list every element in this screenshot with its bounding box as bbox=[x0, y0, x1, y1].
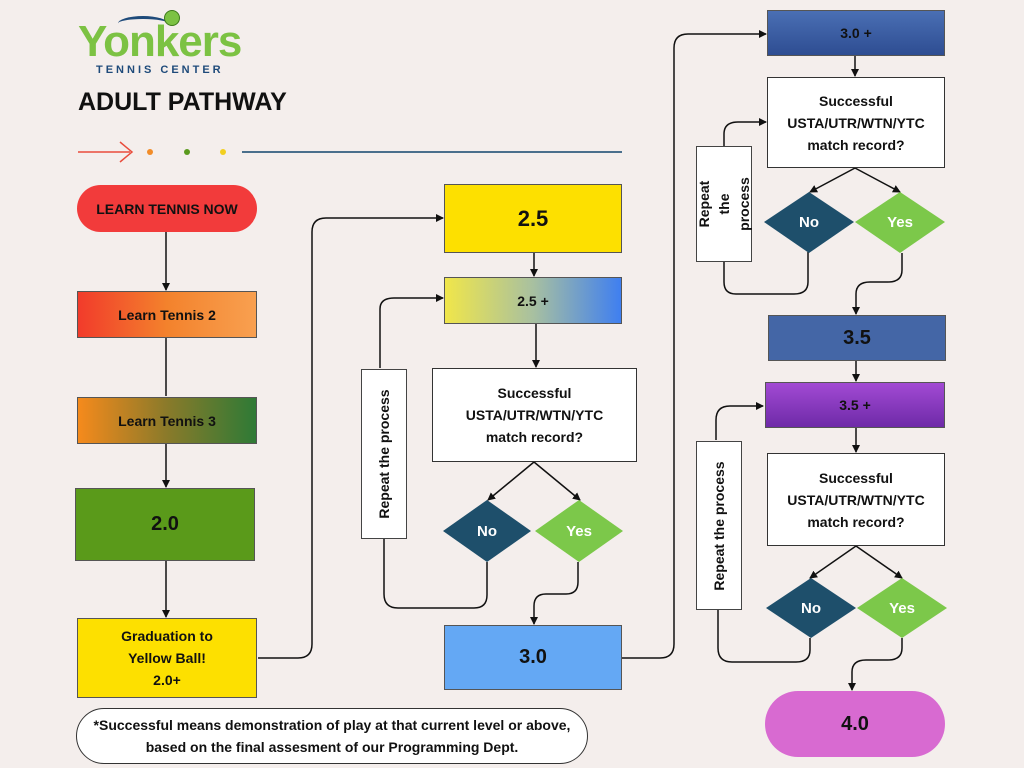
graduation-node: Graduation to Yellow Ball! 2.0+ bbox=[77, 618, 257, 698]
level-3-5-node: 3.5 bbox=[768, 315, 946, 361]
question-node-3-0: Successful USTA/UTR/WTN/YTC match record… bbox=[767, 77, 945, 168]
level-3-5-plus-node: 3.5 + bbox=[765, 382, 945, 428]
repeat-process-label-2-5: Repeat the process bbox=[361, 369, 407, 539]
logo-wordmark: Yonkers bbox=[78, 17, 242, 66]
question-node-3-5: Successful USTA/UTR/WTN/YTC match record… bbox=[767, 453, 945, 546]
level-3-0-node: 3.0 bbox=[444, 625, 622, 690]
decor-divider bbox=[242, 151, 622, 153]
repeat-process-text: Repeat the process bbox=[376, 389, 392, 519]
level-2-0-node: 2.0 bbox=[75, 488, 255, 561]
yes-diamond-3-0: Yes bbox=[855, 192, 945, 253]
decor-dot-green bbox=[184, 149, 190, 155]
tennis-ball-icon bbox=[164, 10, 180, 26]
no-diamond-3-0: No bbox=[764, 192, 854, 253]
repeat-process-text: Repeat the process bbox=[711, 460, 727, 591]
decor-dot-yellow bbox=[220, 149, 226, 155]
page-title: ADULT PATHWAY bbox=[78, 88, 287, 116]
yes-label: Yes bbox=[889, 600, 915, 617]
no-label: No bbox=[477, 523, 497, 540]
yes-diamond-2-5: Yes bbox=[535, 500, 623, 562]
level-2-5-plus-node: 2.5 + bbox=[444, 277, 622, 324]
level-3-0-plus-node: 3.0 + bbox=[767, 10, 945, 56]
yes-diamond-3-5: Yes bbox=[857, 578, 947, 638]
footnote: *Successful means demonstration of play … bbox=[76, 708, 588, 764]
no-diamond-3-5: No bbox=[766, 578, 856, 638]
logo-subtitle: TENNIS CENTER bbox=[96, 64, 224, 76]
decor-dot-orange bbox=[147, 149, 153, 155]
level-4-0-node: 4.0 bbox=[765, 691, 945, 757]
yes-label: Yes bbox=[566, 523, 592, 540]
yes-label: Yes bbox=[887, 214, 913, 231]
repeat-process-label-3-0: Repeat the process bbox=[696, 146, 752, 262]
arrow-right-icon bbox=[78, 141, 134, 163]
repeat-process-label-3-5: Repeat the process bbox=[696, 441, 742, 610]
no-label: No bbox=[799, 214, 819, 231]
logo-swoosh bbox=[118, 16, 168, 31]
learn-tennis-2-node: Learn Tennis 2 bbox=[77, 291, 257, 338]
level-2-5-node: 2.5 bbox=[444, 184, 622, 253]
no-label: No bbox=[801, 600, 821, 617]
question-node-2-5: Successful USTA/UTR/WTN/YTC match record… bbox=[432, 368, 637, 462]
learn-tennis-now-node: LEARN TENNIS NOW bbox=[77, 185, 257, 232]
repeat-process-text: Repeat the process bbox=[696, 177, 752, 231]
learn-tennis-3-node: Learn Tennis 3 bbox=[77, 397, 257, 444]
no-diamond-2-5: No bbox=[443, 500, 531, 562]
